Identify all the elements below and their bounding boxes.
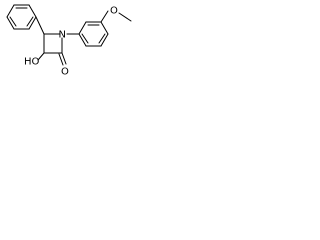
aryl-bond	[100, 21, 109, 35]
methoxy-oxygen-label: O	[110, 6, 118, 17]
o-methyl-bond	[118, 12, 132, 22]
aryl-bond	[100, 33, 109, 47]
phenyl-ring	[6, 4, 37, 30]
carbonyl-bond	[61, 52, 67, 65]
phenyl-bond	[6, 4, 15, 18]
phenyl-bond	[6, 16, 15, 30]
hydroxyl-label: HO	[24, 57, 40, 68]
phenyl-double-bond	[26, 16, 34, 27]
phenyl-bond	[28, 4, 37, 18]
phenyl-to-c4-bond	[35, 16, 45, 35]
aryl-bond	[78, 33, 87, 47]
aryl-o-bond	[100, 10, 109, 23]
beta-lactam-ring	[43, 33, 63, 54]
aryl-double-bond	[98, 33, 106, 44]
carbonyl-oxygen-label: O	[61, 67, 69, 78]
aryl-bond	[78, 21, 87, 35]
aryl-double-bond	[81, 33, 89, 44]
chemical-structure: N HO O O	[6, 4, 132, 78]
nitrogen-label: N	[59, 30, 66, 41]
phenyl-double-bond	[9, 16, 17, 27]
hydroxyl-bond	[37, 52, 45, 61]
phenyl-bond	[28, 16, 37, 30]
methoxyphenyl-ring	[78, 21, 109, 47]
carbonyl-double-bond	[58, 53, 64, 66]
